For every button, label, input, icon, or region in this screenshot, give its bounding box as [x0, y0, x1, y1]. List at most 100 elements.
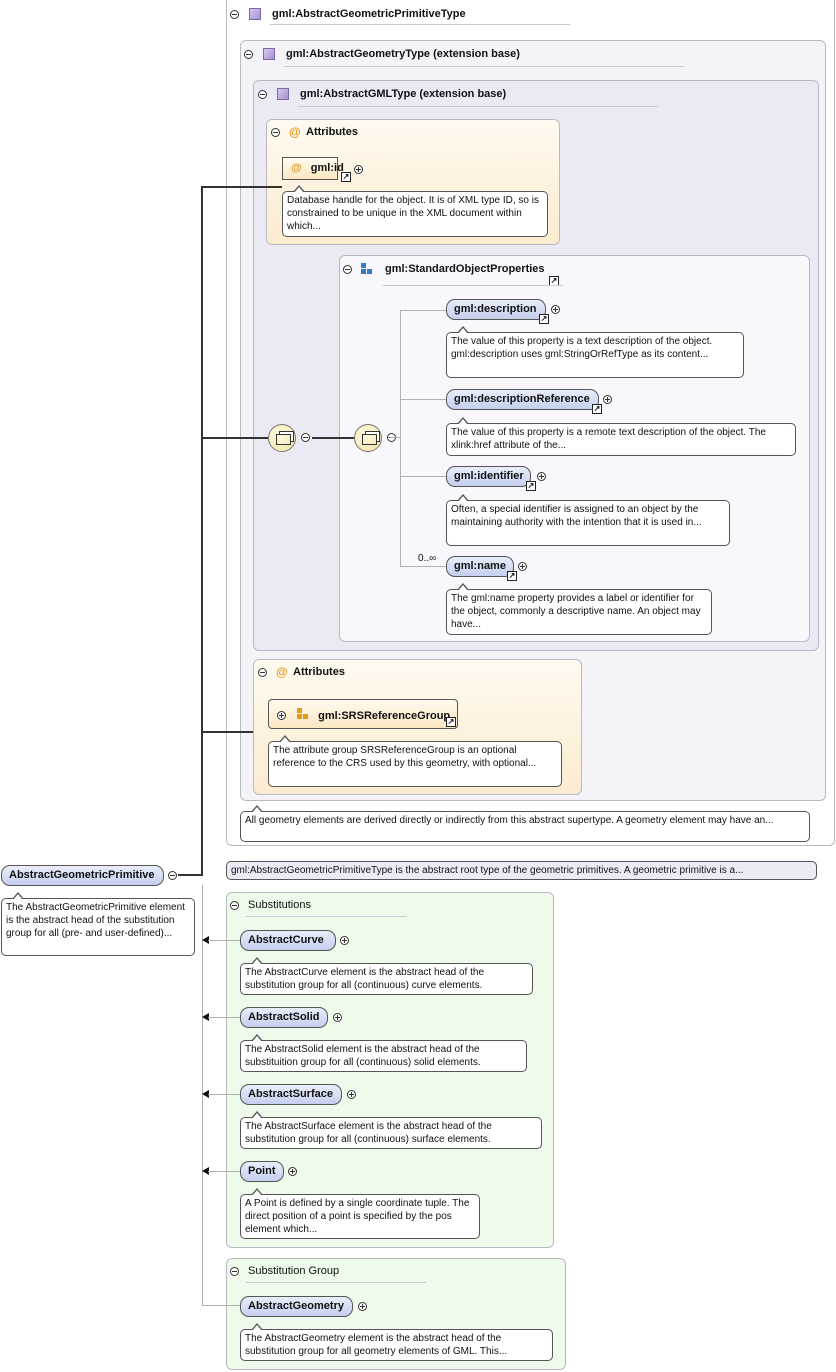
expand-icon[interactable]	[288, 1167, 297, 1176]
complex-type-icon	[249, 8, 261, 20]
substitution-group-title: Substitution Group	[248, 1265, 340, 1277]
geometry-type-doc: All geometry elements are derived direct…	[240, 805, 810, 842]
connector-seq	[201, 437, 268, 439]
expand-icon[interactable]	[603, 395, 612, 404]
abstract-geometric-primitive-doc: The AbstractGeometricPrimitive element i…	[1, 892, 195, 956]
collapse-substitution-group-icon[interactable]	[230, 1267, 239, 1276]
branch-top-curve	[400, 310, 446, 311]
attribute-icon: @	[289, 125, 301, 139]
expand-icon[interactable]	[340, 936, 349, 945]
attribute-icon: @	[291, 162, 302, 174]
gml-identifier-doc: Often, a special identifier is assigned …	[446, 494, 730, 546]
expand-icon[interactable]	[537, 472, 546, 481]
connector-vertical	[201, 186, 203, 876]
complex-type-icon	[277, 88, 289, 100]
abstract-surface-doc: The AbstractSurface element is the abstr…	[240, 1111, 542, 1149]
expand-icon[interactable]	[551, 305, 560, 314]
arrow-icon	[202, 1013, 209, 1021]
gml-id-label: gml:id	[310, 162, 344, 174]
expand-icon[interactable]	[354, 165, 363, 174]
gml-type-rule	[298, 106, 658, 107]
collapse-attributes-icon[interactable]	[271, 128, 280, 137]
expand-icon[interactable]	[358, 1302, 367, 1311]
substitution-group-link	[202, 1305, 240, 1306]
substitution-link	[208, 1017, 240, 1018]
gml-id-doc: Database handle for the object. It is of…	[282, 185, 548, 237]
attributes-title: Attributes	[306, 126, 358, 138]
collapse-geometry-type-icon[interactable]	[244, 50, 253, 59]
branch-seq	[390, 437, 400, 438]
reference-arrow-icon[interactable]: ↗	[592, 404, 602, 414]
expand-icon[interactable]	[333, 1013, 342, 1022]
reference-arrow-icon[interactable]: ↗	[446, 717, 456, 727]
substitution-link	[208, 940, 240, 941]
arrow-icon	[202, 1090, 209, 1098]
reference-arrow-icon[interactable]: ↗	[539, 314, 549, 324]
gml-name-element[interactable]: gml:name	[446, 556, 514, 577]
complex-type-icon	[263, 48, 275, 60]
point-element[interactable]: Point	[240, 1161, 284, 1182]
abstract-curve-doc: The AbstractCurve element is the abstrac…	[240, 957, 533, 995]
attributes-title: Attributes	[293, 666, 345, 678]
gml-id-attribute[interactable]: @ gml:id	[282, 157, 344, 180]
abstract-geometry-doc: The AbstractGeometry element is the abst…	[240, 1323, 553, 1361]
abstract-curve-element[interactable]: AbstractCurve	[240, 930, 336, 951]
reference-arrow-icon[interactable]: ↗	[507, 571, 517, 581]
collapse-type-icon[interactable]	[230, 10, 239, 19]
gml-description-element[interactable]: gml:description	[446, 299, 546, 320]
branch-vertical	[400, 310, 401, 566]
type-doc: gml:AbstractGeometricPrimitiveType is th…	[226, 861, 817, 880]
collapse-element-icon[interactable]	[168, 871, 177, 880]
connector-attr2	[201, 731, 253, 733]
substitution-group-rule	[246, 1282, 426, 1283]
abstract-solid-element[interactable]: AbstractSolid	[240, 1007, 328, 1028]
sequence-icon	[354, 424, 382, 452]
collapse-sequence-icon[interactable]	[301, 433, 310, 442]
substitutions-title: Substitutions	[248, 899, 311, 911]
substitution-link	[208, 1094, 240, 1095]
attribute-group-icon	[297, 708, 309, 720]
expand-icon[interactable]	[518, 562, 527, 571]
group-title: gml:StandardObjectProperties	[385, 263, 545, 275]
geometry-type-title: gml:AbstractGeometryType (extension base…	[286, 48, 520, 60]
expand-icon[interactable]	[277, 711, 286, 720]
connector-attr1	[201, 186, 282, 188]
title-rule	[270, 24, 570, 25]
collapse-substitutions-icon[interactable]	[230, 901, 239, 910]
abstract-surface-element[interactable]: AbstractSurface	[240, 1084, 342, 1105]
attribute-icon: @	[276, 665, 288, 679]
substitution-link	[208, 1171, 240, 1172]
gml-description-reference-doc: The value of this property is a remote t…	[446, 417, 796, 456]
expand-icon[interactable]	[347, 1090, 356, 1099]
group-icon	[361, 263, 373, 275]
abstract-solid-doc: The AbstractSolid element is the abstrac…	[240, 1034, 527, 1072]
gml-description-doc: The value of this property is a text des…	[446, 326, 744, 378]
connector-root	[178, 874, 203, 876]
gml-name-doc: The gml:name property provides a label o…	[446, 583, 712, 635]
collapse-group-icon[interactable]	[343, 265, 352, 274]
sequence-icon	[268, 424, 296, 452]
srs-reference-group-label: gml:SRSReferenceGroup	[318, 710, 451, 722]
reference-arrow-icon[interactable]: ↗	[341, 172, 351, 182]
gml-type-title: gml:AbstractGMLType (extension base)	[300, 88, 507, 100]
arrow-icon	[202, 1167, 209, 1175]
srs-reference-group-doc: The attribute group SRSReferenceGroup is…	[268, 735, 562, 787]
branch	[400, 566, 446, 567]
collapse-attributes-icon[interactable]	[258, 668, 267, 677]
occurrence-label: 0..∞	[418, 553, 437, 564]
gml-description-reference-element[interactable]: gml:descriptionReference	[446, 389, 599, 410]
substitutions-rule	[246, 916, 406, 917]
reference-arrow-icon[interactable]: ↗	[526, 481, 536, 491]
srs-reference-group[interactable]: gml:SRSReferenceGroup	[268, 699, 458, 729]
arrow-icon	[202, 936, 209, 944]
branch	[400, 399, 446, 400]
connector	[312, 437, 354, 439]
group-rule	[383, 285, 563, 286]
branch	[400, 476, 446, 477]
geometry-type-rule	[284, 66, 684, 67]
collapse-gml-type-icon[interactable]	[258, 90, 267, 99]
gml-identifier-element[interactable]: gml:identifier	[446, 466, 531, 487]
abstract-geometry-element[interactable]: AbstractGeometry	[240, 1296, 353, 1317]
abstract-geometric-primitive-element[interactable]: AbstractGeometricPrimitive	[1, 865, 164, 886]
point-doc: A Point is defined by a single coordinat…	[240, 1188, 480, 1239]
